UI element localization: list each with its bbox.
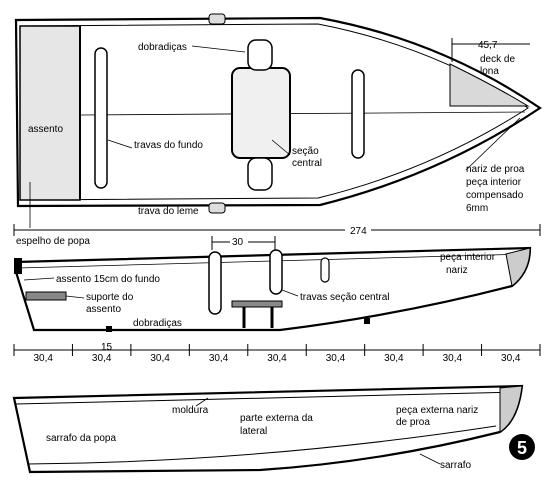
spacing-label-bg — [495, 351, 526, 363]
leader-nariz — [465, 117, 521, 171]
label-deck-de: deck de — [480, 54, 515, 65]
label-espelho-de-popa: espelho de popa — [16, 236, 90, 247]
hinge-bottom — [208, 202, 226, 214]
label-travas-secao-central: travas seção central — [300, 292, 390, 303]
hinge-top — [208, 13, 226, 25]
bottom-brace-left — [94, 47, 108, 189]
outside-moldura-line — [15, 391, 521, 405]
label-travas-do-fundo: travas do fundo — [134, 140, 203, 151]
label-central: central — [292, 158, 322, 169]
bottom-brace-right — [351, 69, 365, 159]
top-hull-outline — [14, 16, 542, 208]
leader-assento-15 — [23, 277, 55, 281]
label-moldura: moldura — [172, 405, 209, 416]
figure-number-badge: 5 — [509, 434, 535, 460]
label-suporte-assento: assento — [86, 304, 121, 315]
label-dim-15: 15 — [101, 342, 113, 353]
dim30-label-bg — [230, 235, 248, 247]
spacing-label-bg — [28, 351, 59, 363]
spacing-label-bg — [320, 351, 351, 363]
spacing-label-bg — [145, 351, 176, 363]
spacing-label: 30,4 — [92, 353, 112, 364]
spacing-label: 30,4 — [209, 353, 229, 364]
label-nariz-de-proa: nariz de proa — [466, 164, 525, 175]
label-parte-externa: parte externa da — [240, 413, 313, 424]
label-assento-15cm: assento 15cm do fundo — [56, 274, 160, 285]
leader-suporte — [65, 295, 85, 299]
side-brace-left — [208, 251, 222, 315]
label-peca-interior: peça interior — [466, 177, 522, 188]
spacing-label: 30,4 — [384, 353, 404, 364]
label-sarrafo-da-popa: sarrafo da popa — [46, 433, 116, 444]
label-dobradicas-top: dobradiças — [138, 42, 187, 53]
figure-number-circle — [509, 434, 535, 460]
label-suporte-do: suporte do — [86, 292, 134, 303]
outside-sarrafo-line — [27, 425, 497, 465]
label-peca-externa-nariz: peça externa nariz — [396, 405, 478, 416]
leader-travas-fundo — [107, 139, 133, 149]
side-bow-piece — [505, 247, 531, 287]
seat-support — [25, 291, 67, 301]
label-deck-lona: lona — [480, 66, 499, 77]
label-dim-30: 30 — [232, 237, 244, 248]
top-centerline — [79, 111, 526, 116]
spacing-label: 30,4 — [443, 353, 463, 364]
overall-length-dimension: 274 — [13, 223, 541, 237]
label-peca-interior-side: peça interior — [440, 252, 496, 263]
label-sarrafo: sarrafo — [440, 460, 472, 471]
transom-seat — [19, 25, 81, 201]
label-assento: assento — [28, 124, 63, 135]
leader-moldura — [195, 397, 209, 407]
label-trava-do-leme: trava do leme — [138, 206, 199, 217]
center-seat — [231, 300, 283, 308]
label-deck-dimension: 45,7 — [478, 40, 498, 51]
leader-dobradicas — [191, 45, 246, 53]
central-brace-bottom — [247, 157, 273, 191]
spacing-label: 30,4 — [326, 353, 346, 364]
leader-travas-secao — [281, 289, 299, 297]
outside-bow-piece — [499, 385, 523, 433]
leader-sarrafo — [419, 453, 441, 465]
spacing-label: 30,4 — [501, 353, 521, 364]
central-brace-top — [247, 39, 273, 71]
spacing-ticks: 30,4 30,4 30,4 30,4 30,4 30,4 30,4 30,4 30,4 — [13, 344, 541, 364]
spacing-label-bg — [86, 351, 117, 363]
top-view: assento dobradiças 45,7 deck de lona tra… — [14, 13, 542, 247]
spacing-label-bg — [437, 351, 468, 363]
transom-post — [14, 258, 22, 274]
label-6mm: 6mm — [466, 203, 488, 214]
central-section-box — [231, 67, 291, 159]
side-hinge-2 — [364, 318, 370, 324]
spacing-label: 30,4 — [150, 353, 170, 364]
label-de-proa: de proa — [396, 417, 430, 428]
spacing-label-bg — [262, 351, 292, 363]
label-length-total: 274 — [350, 226, 367, 237]
label-compensado: compensado — [466, 190, 524, 201]
spacing-label: 30,4 — [267, 353, 287, 364]
side-brace-center — [269, 249, 283, 295]
label-secao: seção — [292, 146, 319, 157]
length-label-bg — [345, 223, 371, 235]
side-brace-right — [320, 257, 330, 283]
top-hull-inner-line — [21, 23, 529, 201]
figure-number-text: 5 — [517, 438, 527, 458]
spacing-label: 30,4 — [33, 353, 53, 364]
spacing-label-bg — [203, 351, 234, 363]
label-dobradicas-side: dobradiças — [133, 318, 182, 329]
leader-secao — [271, 139, 291, 156]
label-lateral: lateral — [240, 426, 267, 437]
canvas-deck — [449, 63, 530, 107]
spacing-label-bg — [378, 351, 409, 363]
side-hinge-1 — [106, 326, 112, 332]
outside-view: moldura parte externa da lateral peça ex… — [12, 384, 524, 474]
label-nariz-side: nariz — [446, 265, 468, 276]
